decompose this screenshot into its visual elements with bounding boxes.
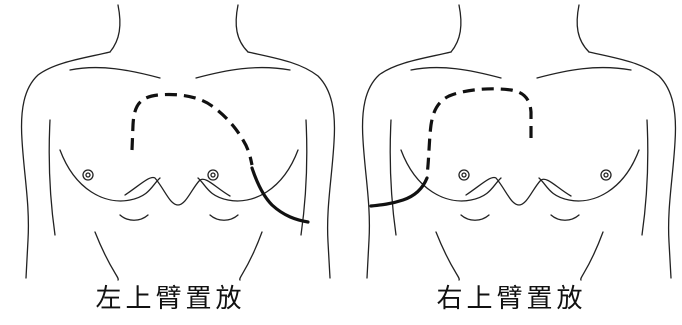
- caption-right-arm: 右上臂置放: [341, 282, 682, 316]
- caption-left-arm: 左上臂置放: [0, 282, 341, 316]
- panel-left-arm: 左上臂置放: [0, 0, 341, 325]
- panel-right-arm: 右上臂置放: [341, 0, 682, 325]
- torso-outline-left: [22, 5, 335, 280]
- torso-illustration-right: [341, 0, 682, 280]
- torso-illustration-left: [0, 0, 341, 280]
- torso-outline-right: [363, 5, 676, 280]
- catheter-line-right: [371, 89, 531, 206]
- catheter-line-left: [132, 94, 308, 222]
